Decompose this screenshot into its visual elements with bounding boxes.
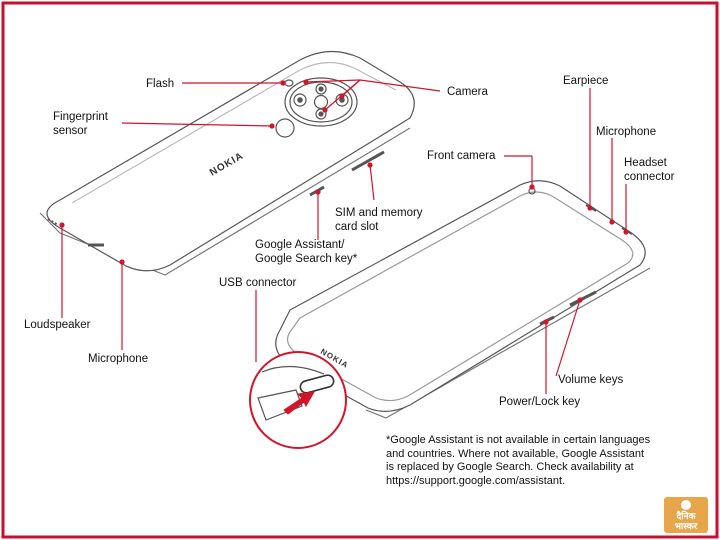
label-power-key: Power/Lock key: [499, 396, 581, 408]
label-camera: Camera: [447, 86, 488, 98]
label-front-microphone: Microphone: [596, 126, 657, 138]
footnote-line-4: https://support.google.com/assistant.: [386, 474, 566, 487]
fingerprint-sensor-icon: [275, 118, 295, 138]
label-front-camera: Front camera: [427, 150, 496, 162]
insert-arrow-icon: [283, 391, 315, 415]
camera-module: [284, 77, 358, 127]
usb-port-icon: [299, 374, 335, 394]
footnote-line-2: and countries. Where not available, Goog…: [386, 447, 645, 460]
label-sim-2: card slot: [335, 221, 379, 233]
label-assistant-1: Google Assistant/: [255, 239, 345, 251]
label-assistant-2: Google Search key*: [255, 253, 358, 265]
watermark-line-2: भास्कर: [674, 520, 698, 531]
label-earpiece: Earpiece: [563, 75, 609, 87]
label-fingerprint-1: Fingerprint: [53, 111, 108, 123]
label-fingerprint-2: sensor: [53, 125, 88, 137]
label-headset-1: Headset: [624, 157, 667, 169]
loudspeaker-grille-icon: [47, 218, 59, 226]
label-usb-connector: USB connector: [219, 277, 297, 289]
volume-keys-icon: [569, 290, 597, 307]
back-callouts: [59, 79, 441, 350]
label-volume-keys: Volume keys: [558, 374, 624, 386]
label-sim-1: SIM and memory: [335, 207, 423, 219]
label-back-microphone: Microphone: [88, 353, 149, 365]
label-loudspeaker: Loudspeaker: [24, 319, 91, 331]
watermark-badge: दैनिक भास्कर: [664, 497, 708, 533]
usb-zoom-inset: [249, 351, 347, 449]
watermark-line-1: दैनिक: [676, 510, 696, 521]
footnote: *Google Assistant is not available in ce…: [386, 434, 650, 488]
sim-slot-icon: [351, 150, 385, 172]
sun-logo-icon: [681, 499, 691, 510]
footnote-line-3: is replaced by Google Search. Check avai…: [386, 461, 634, 473]
label-flash: Flash: [146, 78, 175, 90]
label-headset-2: connector: [624, 171, 675, 183]
footnote-line-1: *Google Assistant is not available in ce…: [386, 434, 651, 446]
front-callouts: [255, 88, 629, 394]
